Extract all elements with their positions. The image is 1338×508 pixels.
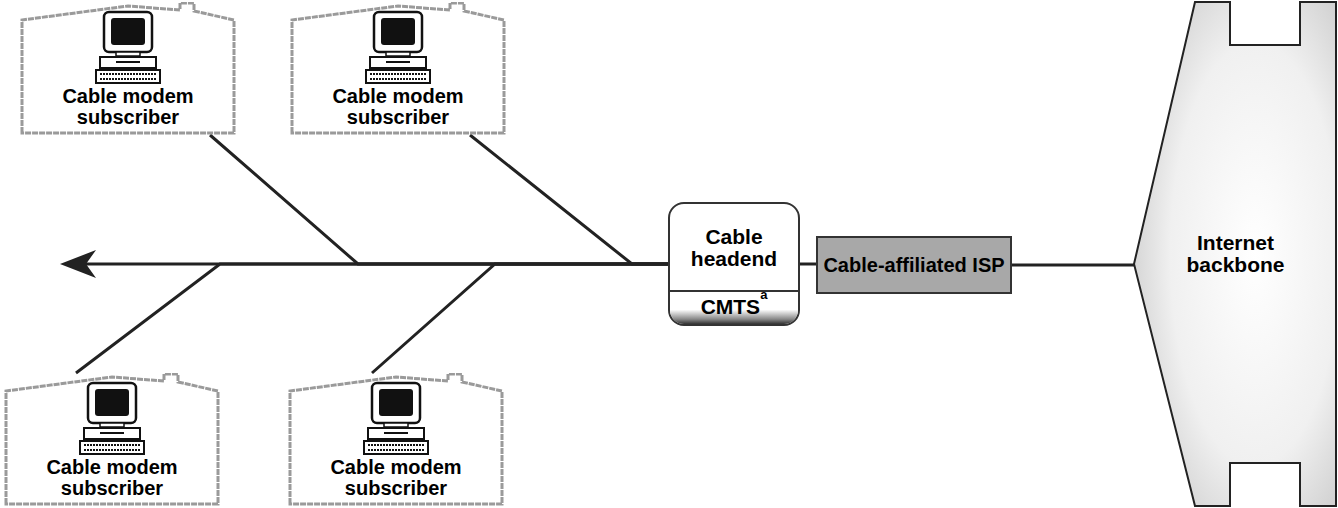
cable-line: [76, 264, 668, 373]
subscriber-house: Cable modem subscriber: [288, 373, 504, 506]
keyboard-keys: [368, 449, 424, 451]
drive-slot: [116, 61, 140, 63]
node-label: Cable modem subscriber: [318, 86, 478, 128]
node-label: Cable modem subscriber: [32, 457, 192, 499]
computer-base: [370, 57, 426, 68]
cable-line: [1012, 264, 1134, 267]
node-label: Cable modem subscriber: [48, 86, 208, 128]
monitor-screen: [381, 18, 415, 45]
node-label: Cable modem subscriber: [316, 457, 476, 499]
cable-line: [372, 264, 668, 373]
house-outline: [292, 3, 504, 133]
headend-box: Cable headendCMTSa: [668, 202, 800, 326]
node-label: Cable-affiliated ISP: [823, 255, 1004, 276]
drive-slot: [386, 61, 410, 63]
cable-line: [800, 263, 816, 266]
node-label: a: [760, 288, 767, 316]
monitor-stand: [116, 52, 140, 56]
monitor-stand: [384, 423, 408, 427]
drive-slot: [100, 432, 124, 434]
node-label: Internet backbone: [1181, 232, 1291, 276]
monitor: [372, 383, 420, 423]
keyboard: [366, 70, 430, 83]
trunk-arrowhead: [60, 250, 96, 278]
computer-base: [100, 57, 156, 68]
computer-base: [84, 428, 140, 439]
monitor-stand: [386, 52, 410, 56]
isp-box: Cable-affiliated ISP: [816, 236, 1012, 294]
monitor-stand: [100, 423, 124, 427]
keyboard: [96, 70, 160, 83]
keyboard-keys: [100, 73, 156, 75]
keyboard-keys: [368, 444, 424, 446]
monitor-screen: [95, 389, 129, 416]
house-outline: [290, 374, 502, 504]
computer-base: [368, 428, 424, 439]
drive-slot: [384, 432, 408, 434]
backbone-box: Internet backbone: [1133, 0, 1338, 508]
keyboard-keys: [370, 73, 426, 75]
monitor-screen: [111, 18, 145, 45]
keyboard-keys: [100, 78, 156, 80]
monitor: [104, 12, 152, 52]
house-outline: [22, 3, 234, 133]
keyboard-keys: [84, 444, 140, 446]
keyboard: [80, 441, 144, 454]
keyboard-keys: [84, 449, 140, 451]
subscriber-house: Cable modem subscriber: [4, 373, 220, 506]
keyboard: [364, 441, 428, 454]
subscriber-house: Cable modem subscriber: [290, 2, 506, 135]
keyboard-keys: [370, 78, 426, 80]
subscriber-house: Cable modem subscriber: [20, 2, 236, 135]
node-label: Cable headend: [679, 226, 789, 270]
node-label: CMTS: [701, 296, 761, 324]
cable-line: [210, 135, 668, 264]
monitor-screen: [379, 389, 413, 416]
backbone-outline: [1134, 2, 1336, 506]
cable-line: [470, 135, 668, 264]
monitor: [374, 12, 422, 52]
house-outline: [6, 374, 218, 504]
monitor: [88, 383, 136, 423]
